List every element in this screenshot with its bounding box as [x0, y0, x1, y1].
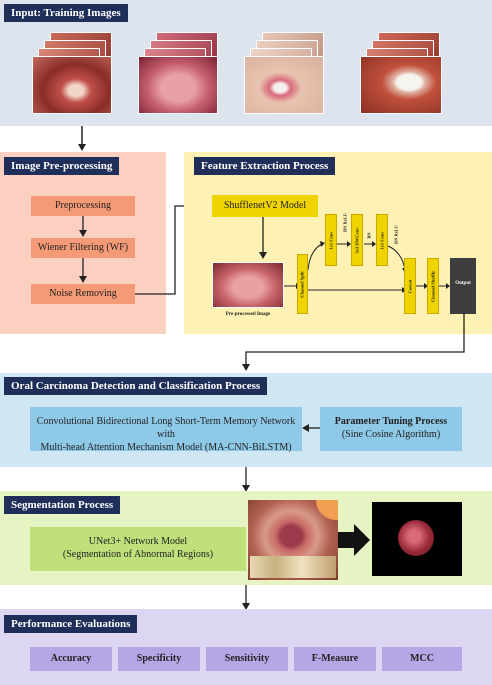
metric-accuracy: Accuracy	[30, 647, 112, 671]
feature-extraction-section-title: Feature Extraction Process	[194, 157, 336, 175]
concat-label: Concat	[407, 279, 413, 294]
noise-removing-step: Noise Removing	[31, 284, 135, 304]
arrow-down	[79, 216, 87, 237]
metric-sensitivity: Sensitivity	[206, 647, 288, 671]
dwconv-block	[351, 214, 363, 266]
model-line-2: Multi-head Attention Mechanism Model (MA…	[40, 442, 292, 453]
arrow-segmentation-to-performance	[242, 585, 250, 610]
arrow-detection-to-segmentation	[242, 467, 250, 492]
wiener-filtering-step: Wiener Filtering (WF)	[31, 238, 135, 258]
bn-relu-label-1: BN ReLU	[342, 213, 348, 232]
tuning-title: Parameter Tuning Process	[334, 416, 448, 427]
metric-mcc: MCC	[382, 647, 462, 671]
bn-relu-label-2: BN ReLU	[393, 225, 399, 244]
shufflenet-block-connectors	[284, 241, 450, 293]
model-line-1: Convolutional Bidirectional Long Short-T…	[36, 416, 296, 440]
segmentation-section-title: Segmentation Process	[4, 496, 121, 514]
parameter-tuning-box: Parameter Tuning Process (Sine Cosine Al…	[320, 407, 462, 451]
dwconv-label: 3x3 DWConv	[354, 227, 360, 254]
lesion-image-teeth	[250, 556, 336, 578]
arrow-model-to-image	[259, 217, 267, 259]
unet-line-1: UNet3+ Network Model	[88, 536, 188, 547]
channel-split-label: Channel Split	[299, 271, 305, 298]
preprocessing-section-title: Image Pre-processing	[4, 157, 120, 175]
preprocessed-image-caption: Pre-processed Image	[225, 312, 271, 317]
tuning-subtitle: (Sine Cosine Algorithm)	[341, 429, 441, 440]
concat-block	[404, 258, 416, 314]
conv1x1-block-1	[325, 214, 337, 266]
bn-label: BN	[366, 232, 372, 239]
channel-split-block	[297, 254, 308, 314]
arrow-input-to-preprocessing	[78, 126, 86, 151]
channel-shuffle-label: Channel Shuffle	[430, 270, 436, 303]
output-block	[450, 258, 476, 314]
performance-section-title: Performance Evaluations	[4, 615, 138, 633]
conv1x1-block-2	[376, 214, 388, 266]
arrow-down	[79, 258, 87, 283]
metric-specificity: Specificity	[118, 647, 200, 671]
arrow-feature-to-detection	[242, 314, 465, 371]
input-section-title: Input: Training Images	[4, 4, 128, 22]
detection-section-title: Oral Carcinoma Detection and Classificat…	[4, 377, 268, 395]
metric-f-measure: F-Measure	[294, 647, 376, 671]
preprocessed-image	[212, 262, 284, 308]
ma-cnn-bilstm-model-box: Convolutional Bidirectional Long Short-T…	[30, 407, 302, 453]
preprocessing-step: Preprocessing	[31, 196, 135, 216]
conv1x1-label-2: 1x1 Conv	[379, 231, 385, 250]
output-label: Output	[455, 281, 471, 286]
shufflenetv2-model-box: ShufflenetV2 Model	[212, 195, 318, 217]
arrow-image-to-mask	[338, 524, 370, 556]
unet-line-2: (Segmentation of Abnormal Regions)	[62, 549, 214, 560]
arrow-tuning-to-model	[302, 424, 320, 432]
conv1x1-label-1: 1x1 Conv	[328, 231, 334, 250]
channel-shuffle-block	[427, 258, 439, 314]
unet3plus-model-box: UNet3+ Network Model (Segmentation of Ab…	[30, 527, 246, 571]
segmented-lesion	[398, 520, 434, 556]
